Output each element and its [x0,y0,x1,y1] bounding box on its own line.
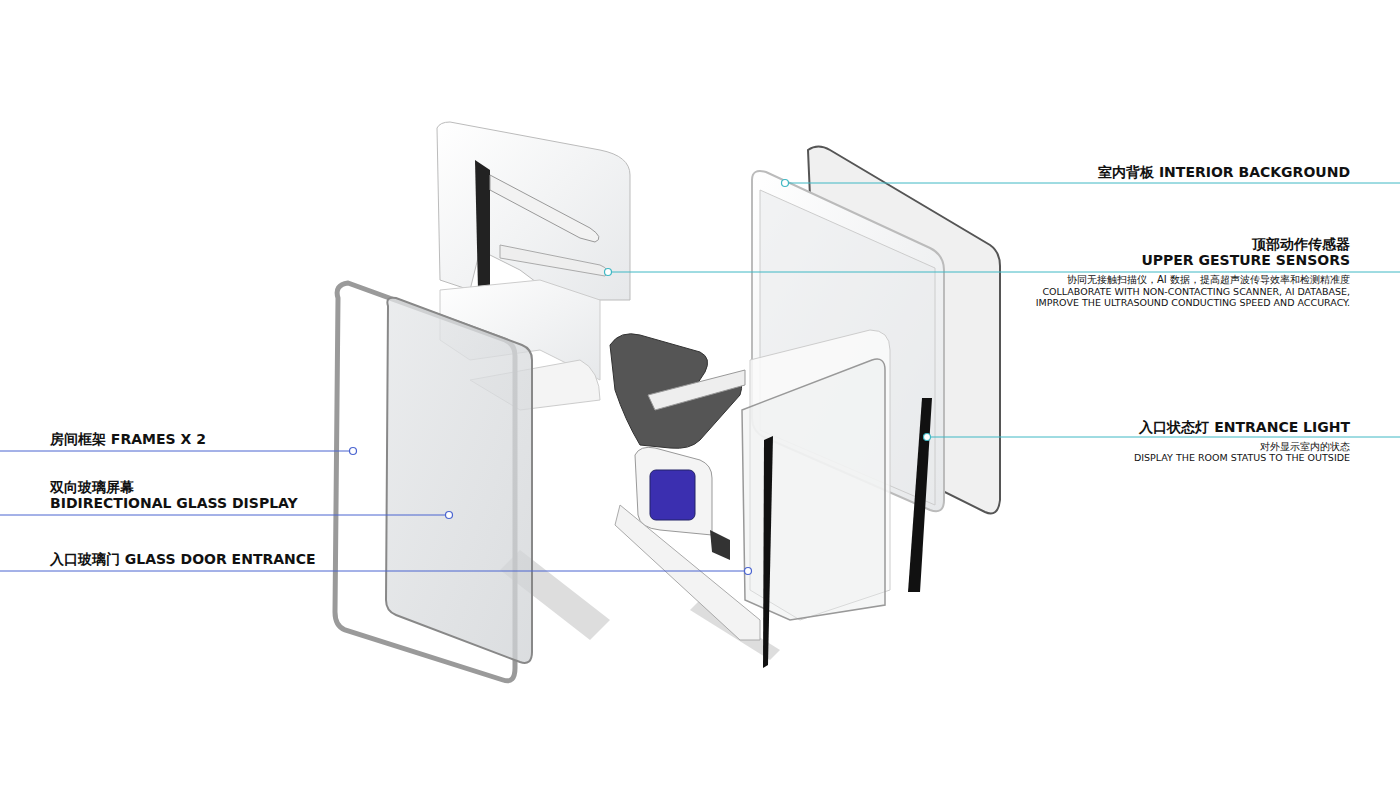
leader-dot [446,512,453,519]
floor-plate [615,505,760,640]
part-label: UPPER GESTURE SENSORS [1141,252,1350,268]
part-note: IMPROVE THE ULTRASOUND CONDUCTING SPEED … [1036,297,1350,308]
scanner-base [635,447,712,535]
part-label: 房间框架 FRAMES X 2 [50,431,206,447]
part-label: 入口状态灯 ENTRANCE LIGHT [1139,419,1350,435]
leader-line [0,515,445,516]
part-label: 入口玻璃门 GLASS DOOR ENTRANCE [50,551,316,567]
chair-armrest [648,370,745,410]
part-label: 双向玻璃屏幕 [50,479,134,495]
door-edge [763,436,773,668]
upper-gesture-sensor [490,175,599,242]
part-label: 室内背板 INTERIOR BACKGROUND [1098,164,1350,180]
part-note: DISPLAY THE ROOM STATUS TO THE OUTSIDE [1134,452,1350,463]
part-note: 协同无接触扫描仪，AI 数据，提高超声波传导效率和检测精准度 [1067,274,1350,285]
rear-structure [437,122,630,300]
rear-strip [475,160,490,295]
scanner-window [650,470,695,520]
leader-line [0,451,349,452]
part-note: COLLABORATE WITH NON-CONTACTING SCANNER,… [1042,286,1350,297]
leader-line [0,571,744,572]
leader-line [789,183,1400,184]
leader-dot [350,448,357,455]
glass-display [386,298,532,663]
chair-foot [710,530,730,560]
leader-dot [782,180,789,187]
part-note: 对外显示室内的状态 [1260,441,1350,452]
part-label: BIDIRECTIONAL GLASS DISPLAY [50,495,298,511]
entrance-light [908,398,932,592]
leader-line [931,437,1400,438]
leader-line [612,272,1400,273]
part-label: 顶部动作传感器 [1252,236,1350,252]
leader-dot [745,568,752,575]
leader-dot [924,434,931,441]
sensor-bar [500,245,608,276]
leader-dot [605,269,612,276]
